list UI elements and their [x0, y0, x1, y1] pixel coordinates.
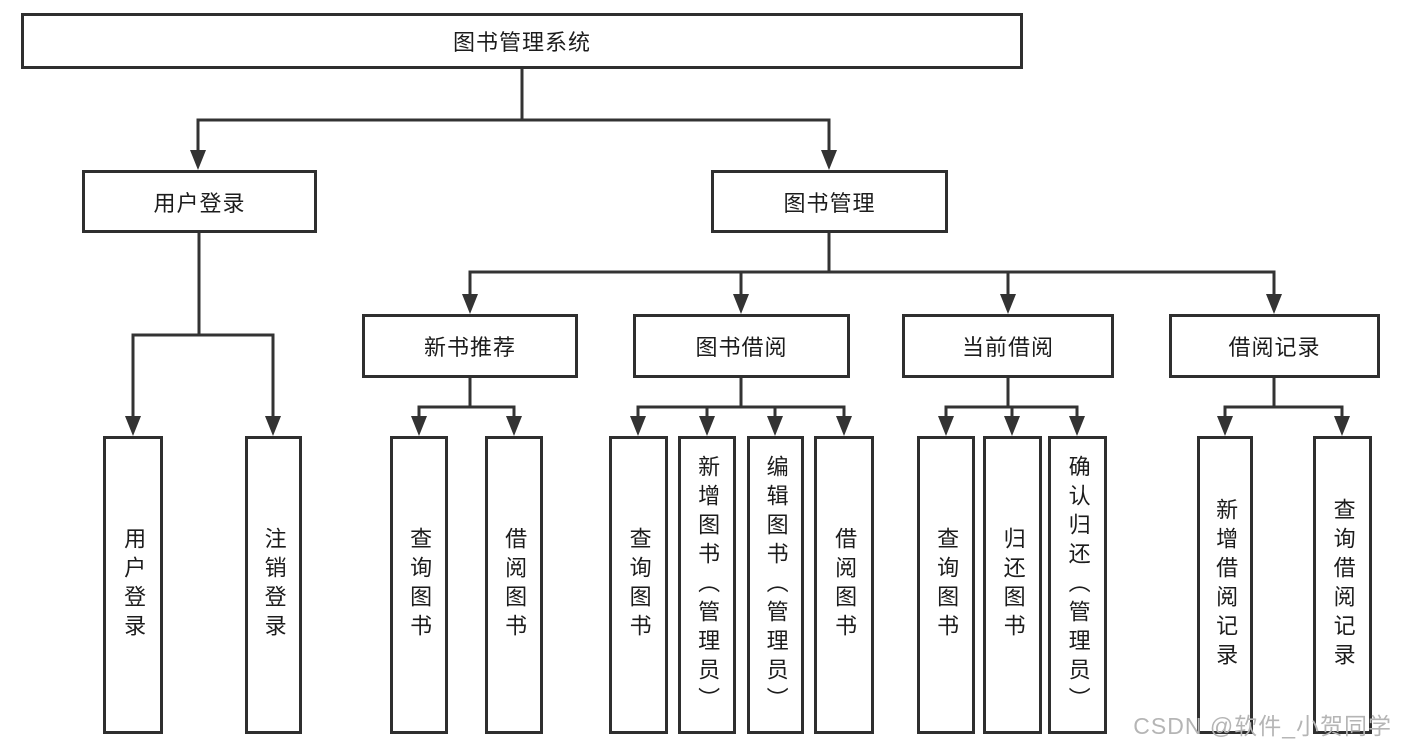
arrowhead-icon [1217, 416, 1233, 436]
watermark: CSDN @软件_小贺同学 [1133, 713, 1392, 739]
leaf-label: 新增图书（管理员） [695, 454, 721, 716]
arrowhead-icon [462, 294, 478, 314]
leaf-label: 归还图书 [1000, 527, 1026, 643]
leaf-label: 用户登录 [121, 527, 147, 643]
arrowhead-icon [1004, 416, 1020, 436]
edge-root-to-level2 [190, 69, 837, 170]
arrowhead-icon [1266, 294, 1282, 314]
leaf-borrow-books-borrowing: 借阅图书 [814, 436, 874, 734]
leaf-query-books-current: 查询图书 [917, 436, 975, 734]
leaf-add-book-admin: 新增图书（管理员） [678, 436, 736, 734]
leaf-query-borrow-record: 查询借阅记录 [1313, 436, 1372, 734]
leaf-label: 查询图书 [626, 527, 652, 643]
leaf-label: 查询图书 [934, 527, 960, 643]
leaf-label: 查询图书 [407, 527, 433, 643]
arrowhead-icon [125, 416, 141, 436]
arrowhead-icon [938, 416, 954, 436]
node-book-management: 图书管理 [711, 170, 948, 233]
leaf-logout: 注销登录 [245, 436, 302, 734]
edge-borrowing-children [630, 378, 852, 436]
edge-book-management-children [462, 233, 1282, 314]
leaf-label: 确认归还（管理员） [1065, 454, 1091, 716]
leaf-borrow-books-recommend: 借阅图书 [485, 436, 543, 734]
arrowhead-icon [733, 294, 749, 314]
edge-user-login-children [125, 233, 281, 436]
edge-current-children [938, 378, 1085, 436]
edge-records-children [1217, 378, 1350, 436]
leaf-return-books: 归还图书 [983, 436, 1042, 734]
leaf-label: 查询借阅记录 [1330, 498, 1356, 672]
arrowhead-icon [506, 416, 522, 436]
arrowhead-icon [699, 416, 715, 436]
arrowhead-icon [767, 416, 783, 436]
node-library-management-system: 图书管理系统 [21, 13, 1023, 69]
node-borrowing-records: 借阅记录 [1169, 314, 1380, 378]
arrowhead-icon [411, 416, 427, 436]
leaf-label: 注销登录 [261, 527, 287, 643]
leaf-add-borrow-record: 新增借阅记录 [1197, 436, 1253, 734]
node-current-borrowing: 当前借阅 [902, 314, 1114, 378]
arrowhead-icon [1334, 416, 1350, 436]
node-book-borrowing: 图书借阅 [633, 314, 850, 378]
arrowhead-icon [1000, 294, 1016, 314]
leaf-edit-book-admin: 编辑图书（管理员） [747, 436, 804, 734]
arrowhead-icon [630, 416, 646, 436]
node-user-login: 用户登录 [82, 170, 317, 233]
arrowhead-icon [836, 416, 852, 436]
node-new-book-recommendation: 新书推荐 [362, 314, 578, 378]
arrowhead-icon [821, 150, 837, 170]
leaf-user-login: 用户登录 [103, 436, 163, 734]
arrowhead-icon [265, 416, 281, 436]
edge-recommend-children [411, 378, 522, 436]
leaf-confirm-return-admin: 确认归还（管理员） [1048, 436, 1107, 734]
leaf-query-books-borrowing: 查询图书 [609, 436, 668, 734]
leaf-label: 借阅图书 [502, 527, 528, 643]
leaf-label: 编辑图书（管理员） [763, 454, 789, 716]
leaf-query-books-recommend: 查询图书 [390, 436, 448, 734]
arrowhead-icon [190, 150, 206, 170]
arrowhead-icon [1069, 416, 1085, 436]
leaf-label: 借阅图书 [832, 527, 858, 643]
leaf-label: 新增借阅记录 [1213, 498, 1239, 672]
